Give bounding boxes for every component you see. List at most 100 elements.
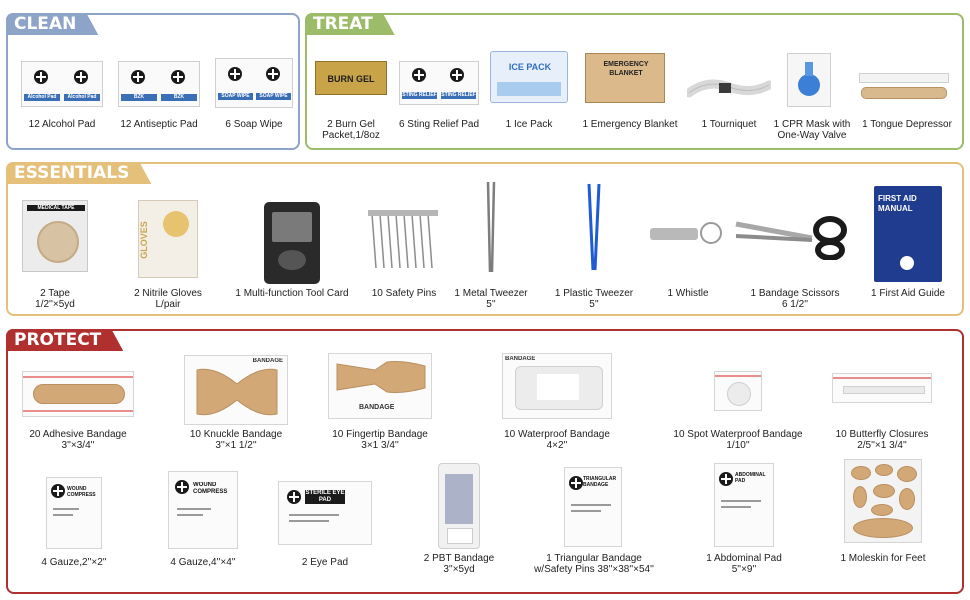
abdominal-pad-label-2: 5''×9'': [731, 564, 757, 575]
waterproof-bandage-pack-text: BANDAGE: [505, 356, 536, 362]
first-aid-guide-pack-text: FIRST AID MANUAL: [878, 194, 917, 213]
clean-section: CLEAN Alcohol Pad Alcohol Pad 12 Alcohol…: [6, 13, 300, 150]
treat-section: TREAT BURN GEL 2 Burn Gel Packet,1/8oz S…: [305, 13, 964, 150]
gauze-4x4-pack-text: WOUND COMPRESS: [193, 482, 228, 495]
spot-waterproof-bandage-label: 10 Spot Waterproof Bandage: [673, 429, 803, 440]
tongue-depressor-image: [859, 73, 949, 103]
ice-pack-pack-text: ICE PACK: [508, 62, 552, 72]
tool-card-image: [264, 202, 320, 284]
protect-section: PROTECT 20 Adhesive Bandage 3''×3/4'' BA…: [6, 329, 964, 594]
whistle-label: 1 Whistle: [667, 288, 709, 299]
spot-waterproof-bandage-image: [714, 371, 762, 411]
antiseptic-pad-label: 12 Antiseptic Pad: [120, 119, 198, 130]
gauze-4x4-label: 4 Gauze,4''×4'': [170, 557, 236, 568]
knuckle-bandage-image: BANDAGE: [184, 355, 288, 425]
eye-pad-pack-text: STERILE EYE PAD: [305, 490, 345, 504]
pbt-bandage-label: 2 PBT Bandage: [423, 553, 495, 564]
burn-gel-image: BURN GEL: [315, 61, 387, 95]
moleskin-image: [844, 459, 922, 543]
gauze-4x4-image: WOUND COMPRESS: [168, 471, 238, 549]
safety-pins-image: [366, 208, 442, 274]
tape-pack-text: MEDICAL TAPE: [27, 205, 85, 211]
tape-label: 2 Tape: [40, 288, 70, 299]
plastic-tweezer-image: [586, 182, 602, 272]
cpr-mask-label-2: One-Way Valve: [777, 130, 847, 141]
adhesive-bandage-label-2: 3''×3/4'': [61, 440, 95, 451]
antiseptic-pad-pack-text: BZK: [121, 94, 157, 101]
sting-relief-pad-image: STING RELIEF STING RELIEF: [399, 61, 479, 105]
knuckle-bandage-label-2: 3''×1 1/2'': [215, 440, 257, 451]
plastic-tweezer-label-2: 5'': [589, 299, 599, 310]
soap-wipe-pack-text: SOAP WIPE: [218, 93, 253, 100]
emergency-blanket-image: EMERGENCY BLANKET: [585, 53, 665, 103]
tongue-depressor-label: 1 Tongue Depressor: [862, 119, 952, 130]
abdominal-pad-pack-text: ABDOMINAL PAD: [735, 472, 766, 484]
treat-section-title: TREAT: [305, 13, 395, 35]
cpr-mask-label: 1 CPR Mask with: [773, 119, 851, 130]
fingertip-bandage-label: 10 Fingertip Bandage: [332, 429, 428, 440]
bandage-scissors-label-2: 6 1/2'': [781, 299, 809, 310]
antiseptic-pad-image: BZK BZK: [118, 61, 200, 107]
eye-pad-image: STERILE EYE PAD: [278, 481, 372, 545]
whistle-image: [650, 220, 726, 248]
tourniquet-image: [684, 75, 774, 103]
nitrile-gloves-image: GLOVES: [138, 200, 198, 278]
soap-wipe-label: 6 Soap Wipe: [225, 119, 283, 130]
adhesive-bandage-label: 20 Adhesive Bandage: [29, 429, 127, 440]
triangular-bandage-label-2: w/Safety Pins 38''×38''×54'': [534, 564, 654, 575]
waterproof-bandage-label-2: 4×2'': [546, 440, 568, 451]
waterproof-bandage-label: 10 Waterproof Bandage: [504, 429, 610, 440]
alcohol-pad-label: 12 Alcohol Pad: [28, 119, 96, 130]
pbt-bandage-image: [438, 463, 480, 549]
metal-tweezer-image: [484, 180, 498, 274]
burn-gel-label: 2 Burn Gel: [327, 119, 375, 130]
alcohol-pad-image: Alcohol Pad Alcohol Pad: [21, 61, 103, 107]
moleskin-label: 1 Moleskin for Feet: [840, 553, 926, 564]
essentials-section: ESSENTIALS MEDICAL TAPE 2 Tape 1/2''×5yd…: [6, 162, 964, 316]
triangular-bandage-label: 1 Triangular Bandage: [546, 553, 642, 564]
clean-section-title: CLEAN: [6, 13, 98, 35]
first-aid-guide-image: FIRST AID MANUAL: [874, 186, 942, 282]
tape-image: MEDICAL TAPE: [22, 200, 88, 272]
gloves-pack-text: GLOVES: [139, 221, 149, 259]
butterfly-closures-image: [832, 373, 932, 403]
emergency-blanket-pack-text: EMERGENCY BLANKET: [603, 61, 649, 77]
metal-tweezer-label-2: 5'': [486, 299, 496, 310]
triangular-bandage-pack-text: TRIANGULAR BANDAGE: [583, 476, 617, 488]
waterproof-bandage-image: BANDAGE: [502, 353, 612, 419]
tape-label-2: 1/2''×5yd: [35, 299, 75, 310]
essentials-section-title: ESSENTIALS: [6, 162, 151, 184]
adhesive-bandage-image: [22, 371, 134, 417]
first-aid-guide-label: 1 First Aid Guide: [871, 288, 945, 299]
spot-waterproof-bandage-label-2: 1/10'': [726, 440, 750, 451]
gauze-2x2-pack-text: WOUND COMPRESS: [67, 486, 96, 498]
fingertip-bandage-image: BANDAGE: [328, 353, 432, 419]
protect-section-title: PROTECT: [6, 329, 123, 351]
bandage-scissors-label: 1 Bandage Scissors: [750, 288, 840, 299]
tool-card-label: 1 Multi-function Tool Card: [235, 288, 349, 299]
knuckle-bandage-label: 10 Knuckle Bandage: [189, 429, 283, 440]
soap-wipe-image: SOAP WIPE SOAP WIPE: [215, 58, 293, 108]
nitrile-gloves-label: 2 Nitrile Gloves: [134, 288, 202, 299]
fingertip-bandage-pack-text: BANDAGE: [359, 404, 395, 411]
ice-pack-label: 1 Ice Pack: [505, 119, 553, 130]
cpr-mask-image: [787, 53, 831, 107]
pbt-bandage-label-2: 3''×5yd: [443, 564, 475, 575]
safety-pins-label: 10 Safety Pins: [371, 288, 437, 299]
alcohol-pad-pack-text: Alcohol Pad: [24, 94, 60, 101]
triangular-bandage-image: TRIANGULAR BANDAGE: [564, 467, 622, 547]
nitrile-gloves-label-2: L/pair: [155, 299, 181, 310]
abdominal-pad-label: 1 Abdominal Pad: [706, 553, 782, 564]
metal-tweezer-label: 1 Metal Tweezer: [454, 288, 528, 299]
fingertip-bandage-label-2: 3×1 3/4'': [361, 440, 399, 451]
emergency-blanket-label: 1 Emergency Blanket: [582, 119, 678, 130]
plastic-tweezer-label: 1 Plastic Tweezer: [554, 288, 634, 299]
gauze-2x2-label: 4 Gauze,2''×2'': [41, 557, 107, 568]
gauze-2x2-image: WOUND COMPRESS: [46, 477, 102, 549]
butterfly-closures-label-2: 2/5''×1 3/4'': [857, 440, 907, 451]
bandage-scissors-image: [734, 214, 856, 261]
sting-relief-pack-text: STING RELIEF: [402, 92, 437, 99]
eye-pad-label-visible: 2 Eye Pad: [301, 557, 349, 568]
butterfly-closures-label: 10 Butterfly Closures: [835, 429, 929, 440]
burn-gel-label-2: Packet,1/8oz: [322, 130, 380, 141]
